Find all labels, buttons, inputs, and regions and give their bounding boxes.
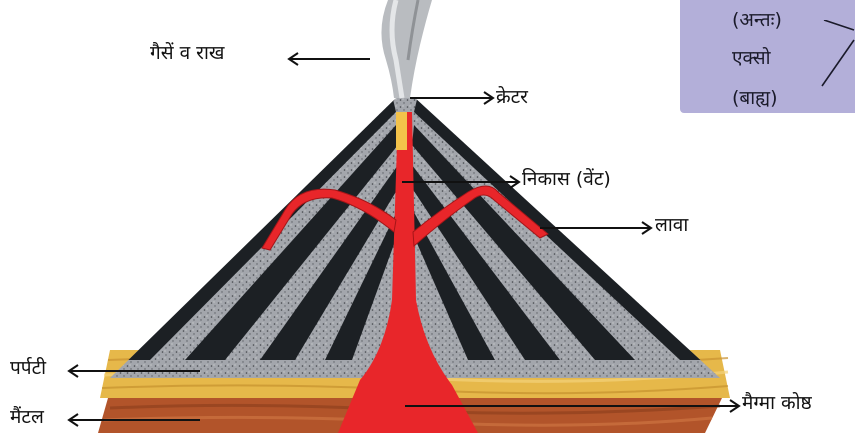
smoke-plume [381,0,432,98]
arrow-crater [410,92,493,104]
label-vent: निकास (वेंट) [522,170,611,189]
label-gases-ash: गैसें व राख [150,44,224,63]
label-magma-chamber: मैग्मा कोष्ठ [742,394,812,413]
label-lava: लावा [655,216,688,235]
label-crust: पर्पटी [10,359,46,378]
label-mantle: मैंटल [10,408,44,427]
arrow-gases [289,53,370,65]
label-crater: क्रेटर [496,88,528,107]
